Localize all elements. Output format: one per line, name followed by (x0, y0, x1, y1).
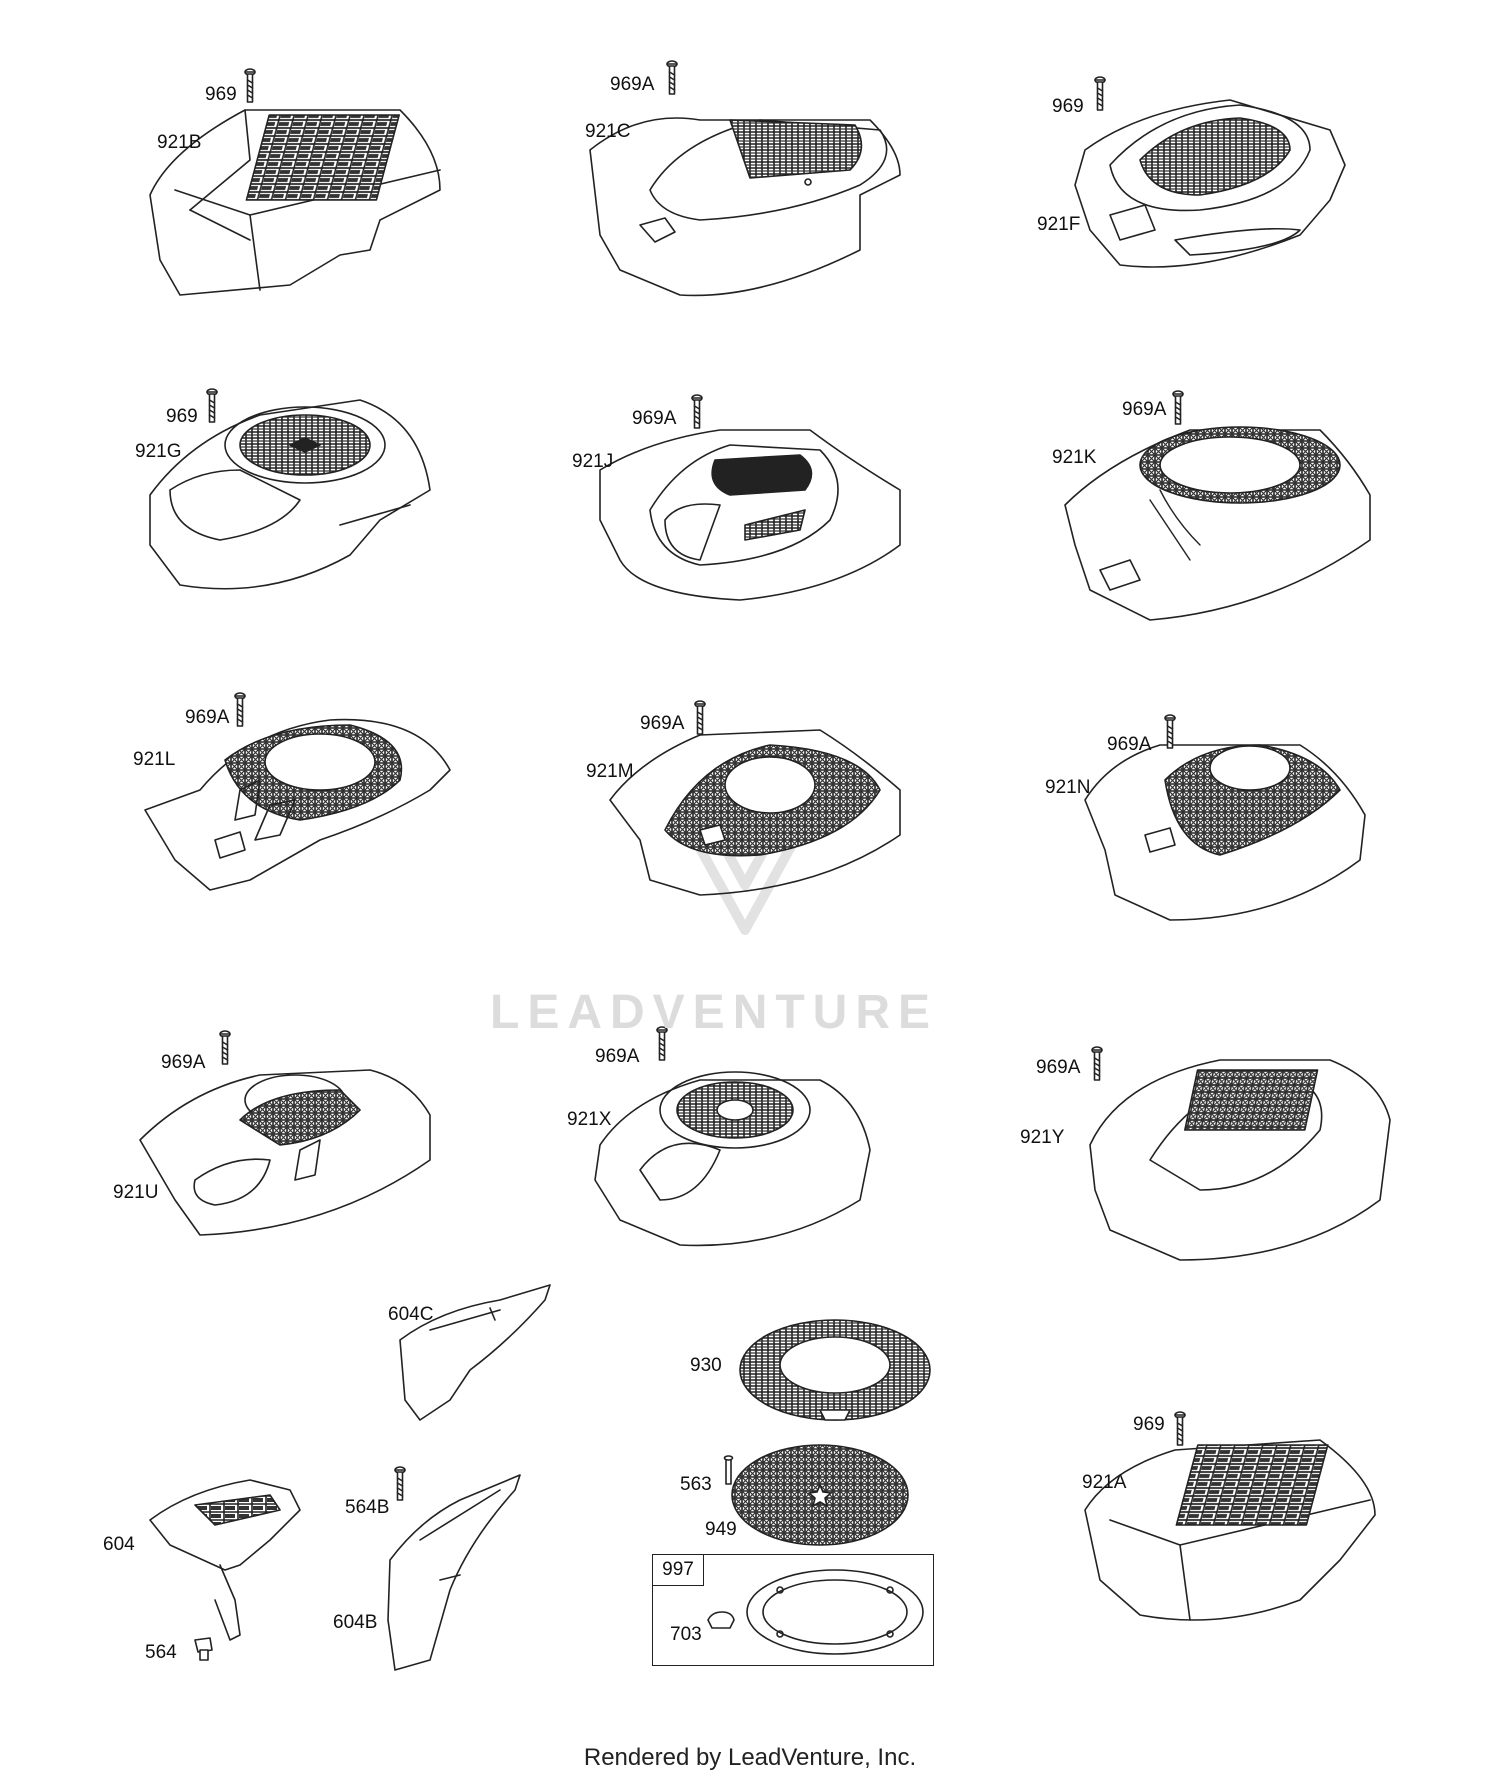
screw-969-4 (1174, 1411, 1186, 1446)
part-703-drawing (707, 1611, 735, 1629)
screw-969A-4 (234, 692, 246, 727)
screw-969-2 (1094, 76, 1106, 111)
callout-921Y: 921Y (1020, 1127, 1065, 1148)
callout-949: 949 (705, 1519, 737, 1540)
callout-921N: 921N (1045, 777, 1091, 798)
callout-921F: 921F (1037, 214, 1081, 235)
callout-703: 703 (670, 1624, 702, 1645)
screw-969A-1 (666, 60, 678, 95)
callout-969: 969 (205, 84, 237, 105)
callout-921U: 921U (113, 1182, 159, 1203)
callout-969: 969 (1052, 96, 1084, 117)
part-921J-drawing (599, 429, 901, 601)
part-564-drawing (194, 1637, 213, 1661)
part-921F-drawing (1074, 99, 1346, 268)
part-921A-drawing (1084, 1439, 1376, 1621)
callout-921B: 921B (157, 132, 202, 153)
callout-969: 969 (1133, 1414, 1165, 1435)
part-921X-drawing (594, 1071, 871, 1247)
part-921G-drawing (149, 399, 431, 590)
watermark-text: LEADVENTURE (490, 986, 939, 1039)
callout-604: 604 (103, 1534, 135, 1555)
screw-969A-5 (694, 700, 706, 735)
callout-921A: 921A (1082, 1472, 1127, 1493)
callout-604B: 604B (333, 1612, 378, 1633)
screw-969A-3 (1172, 390, 1184, 425)
part-921Y-drawing (1089, 1059, 1391, 1261)
callout-921J: 921J (572, 451, 614, 472)
part-604-drawing (149, 1479, 301, 1641)
screw-969A-6 (1164, 714, 1176, 749)
callout-969: 969 (166, 406, 198, 427)
callout-564: 564 (145, 1642, 177, 1663)
callout-969A: 969A (1122, 399, 1167, 420)
part-921B-drawing (149, 109, 441, 296)
callout-921M: 921M (586, 761, 634, 782)
callout-969A: 969A (640, 713, 685, 734)
callout-921X: 921X (567, 1109, 612, 1130)
part-921C-drawing (589, 117, 901, 297)
callout-969A: 969A (610, 74, 655, 95)
part-921L-drawing (144, 718, 451, 891)
callout-969A: 969A (1036, 1057, 1081, 1078)
part-921M-drawing (609, 729, 901, 896)
kit-997-plate-drawing (746, 1569, 924, 1655)
callout-604C: 604C (388, 1304, 434, 1325)
callout-921C: 921C (585, 121, 631, 142)
screw-969A-2 (691, 394, 703, 429)
part-563-drawing (723, 1455, 734, 1485)
kit-997-tab: 997 (652, 1554, 704, 1586)
part-949-drawing (731, 1444, 909, 1546)
callout-930: 930 (690, 1355, 722, 1376)
callout-969A: 969A (595, 1046, 640, 1067)
part-921U-drawing (139, 1069, 431, 1236)
kit-997-box (652, 1554, 934, 1666)
callout-969A: 969A (185, 707, 230, 728)
part-604B-drawing (387, 1474, 521, 1671)
footer-credit: Rendered by LeadVenture, Inc. (583, 1744, 917, 1771)
screw-969-3 (206, 388, 218, 423)
callout-921G: 921G (135, 441, 182, 462)
part-921N-drawing (1084, 744, 1366, 921)
screw-564B (394, 1466, 406, 1501)
part-604C-drawing (399, 1284, 551, 1421)
callout-564B: 564B (345, 1497, 390, 1518)
screw-969A-7 (219, 1030, 231, 1065)
screw-969-1 (244, 68, 256, 103)
callout-921K: 921K (1052, 447, 1097, 468)
callout-969A: 969A (632, 408, 677, 429)
part-921K-drawing (1064, 426, 1371, 621)
callout-969A: 969A (161, 1052, 206, 1073)
callout-969A: 969A (1107, 734, 1152, 755)
callout-563: 563 (680, 1474, 712, 1495)
screw-969A-9 (1091, 1046, 1103, 1081)
part-930-drawing (739, 1319, 931, 1421)
callout-921L: 921L (133, 749, 176, 770)
